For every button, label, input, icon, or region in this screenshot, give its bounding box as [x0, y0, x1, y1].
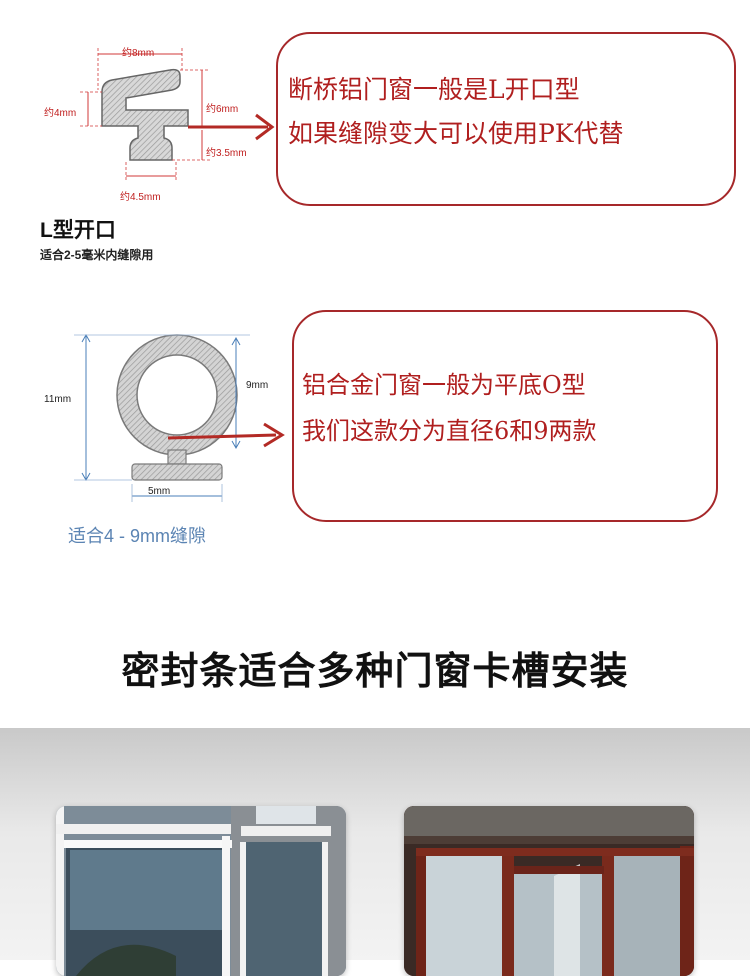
o-dim-foot-width: 5mm — [148, 486, 171, 497]
o-type-section: 11mm 9mm 5mm 适合4 - 9mm缝隙 铝合金门窗一般为平底O型 我们… — [0, 300, 750, 600]
o-type-caption: 适合4 - 9mm缝隙 — [68, 526, 207, 546]
o-profile-neck — [167, 449, 187, 465]
l-type-section: 约8mm 约4mm 约6mm 约3.5mm 约4.5mm L型开口 适合2-5毫… — [0, 0, 750, 300]
window-photo-right — [404, 806, 694, 976]
o-dim-ring-height: 9mm — [246, 380, 269, 391]
o-dim-total-height: 11mm — [44, 394, 72, 405]
o-type-diagram — [74, 333, 250, 502]
l-dim-foot-height: 约3.5mm — [206, 148, 247, 159]
l-type-subtitle: 适合2-5毫米内缝隙用 — [40, 248, 154, 262]
l-dim-width: 约8mm — [122, 48, 155, 59]
l-type-diagram — [80, 48, 210, 182]
l-type-title: L型开口 — [40, 219, 116, 242]
o-callout-line2: 我们这款分为直径6和9两款 — [302, 417, 597, 445]
o-callout-arrow — [168, 422, 285, 448]
casement-window-image — [404, 806, 694, 976]
install-heading: 密封条适合多种门窗卡槽安装 — [121, 651, 629, 693]
l-dim-height-left: 约4mm — [44, 108, 77, 119]
l-profile-shape — [101, 68, 189, 161]
o-type-callout: 铝合金门窗一般为平底O型 我们这款分为直径6和9两款 — [292, 310, 718, 522]
l-callout-line2: 如果缝隙变大可以使用PK代替 — [288, 119, 624, 148]
l-dim-foot-width: 约4.5mm — [120, 192, 161, 203]
l-dim-height-right: 约6mm — [206, 104, 239, 115]
awning-window-image — [56, 806, 346, 976]
photo-band — [0, 728, 750, 976]
l-callout-line1: 断桥铝门窗一般是L开口型 — [288, 75, 580, 104]
o-profile-foot — [131, 463, 223, 481]
l-callout-arrow — [188, 113, 275, 141]
o-callout-line1: 铝合金门窗一般为平底O型 — [302, 371, 586, 399]
window-photo-left — [56, 806, 346, 976]
l-type-callout: 断桥铝门窗一般是L开口型 如果缝隙变大可以使用PK代替 — [276, 32, 736, 206]
